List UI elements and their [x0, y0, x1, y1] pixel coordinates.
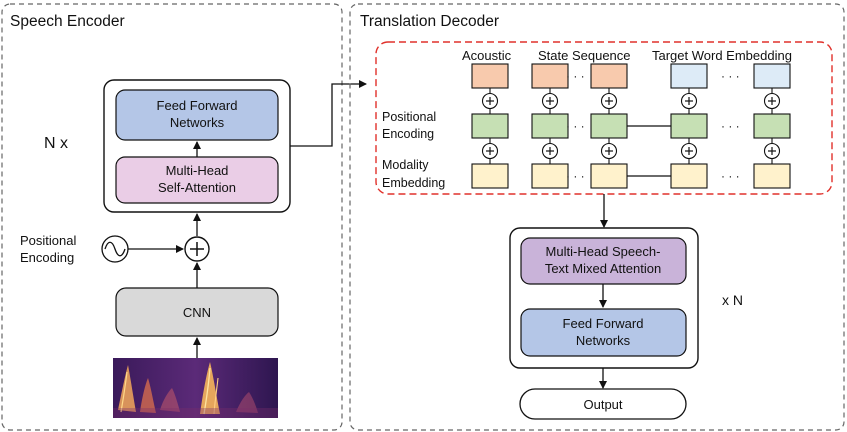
- ellipsis-pos-1: · · ·: [566, 119, 585, 133]
- decoder-ffn-label-2: Networks: [576, 333, 631, 348]
- token-add-icon: [481, 92, 499, 110]
- token-add-icon: [541, 142, 559, 160]
- decoder-input-region: [375, 41, 833, 195]
- encoder-pos-enc-label-2: Encoding: [20, 250, 74, 265]
- decoder-ffn-label-1: Feed Forward: [563, 316, 644, 331]
- cnn-label: CNN: [183, 305, 211, 320]
- acoustic-token-3: [590, 63, 628, 89]
- modality-label-2: Embedding: [382, 176, 445, 190]
- token-add-icon: [481, 142, 499, 160]
- encoder-add-icon: [184, 236, 210, 262]
- positional-token-4: [670, 113, 708, 139]
- ellipsis-pos-2: · · ·: [721, 119, 740, 133]
- target-token-4: [670, 63, 708, 89]
- output-box: Output: [519, 388, 687, 420]
- acoustic-label: Acoustic: [462, 48, 512, 63]
- encoder-self-attention-box: Multi-Head Self-Attention: [115, 156, 279, 204]
- ellipsis-acoustic: · · ·: [566, 69, 585, 83]
- mixed-attention-box: Multi-Head Speech- Text Mixed Attention: [520, 237, 687, 285]
- output-label: Output: [583, 397, 622, 412]
- modality-token-5: [753, 163, 791, 189]
- positional-token-1: [471, 113, 509, 139]
- decoder-pos-enc-label-2: Encoding: [382, 127, 434, 141]
- encoder-attn-label-2: Self-Attention: [158, 180, 236, 195]
- cnn-box: CNN: [115, 287, 279, 337]
- encoder-title: Speech Encoder: [10, 13, 125, 30]
- mixed-attn-label-2: Text Mixed Attention: [545, 261, 661, 276]
- decoder-pos-enc-label-1: Positional: [382, 110, 436, 124]
- encoder-ffn-box: Feed Forward Networks: [115, 89, 279, 141]
- token-add-icon: [763, 142, 781, 160]
- decoder-ffn-box: Feed Forward Networks: [520, 308, 687, 357]
- decoder-title: Translation Decoder: [360, 13, 499, 30]
- positional-token-2: [531, 113, 569, 139]
- ellipsis-mod-1: · · ·: [566, 169, 585, 183]
- ellipsis-mod-2: · · ·: [721, 169, 740, 183]
- decoder-repeat-label: x N: [722, 292, 743, 308]
- arrow-encoder-to-decoder: [290, 80, 367, 147]
- modality-token-3: [590, 163, 628, 189]
- modality-token-1: [471, 163, 509, 189]
- encoder-pos-enc-label-1: Positional: [20, 233, 76, 248]
- token-add-icon: [680, 92, 698, 110]
- state-sequence-label: State Sequence: [538, 48, 631, 63]
- acoustic-token-1: [471, 63, 509, 89]
- modality-label-1: Modality: [382, 158, 429, 172]
- encoder-ffn-label-2: Networks: [170, 115, 225, 130]
- token-add-icon: [763, 92, 781, 110]
- token-add-icon: [680, 142, 698, 160]
- positional-token-5: [753, 113, 791, 139]
- target-token-5: [753, 63, 791, 89]
- modality-token-2: [531, 163, 569, 189]
- encoder-attn-label-1: Multi-Head: [166, 163, 229, 178]
- token-add-icon: [541, 92, 559, 110]
- speech-encoder-panel: Speech Encoder N x Feed Forward Networks…: [1, 3, 367, 431]
- acoustic-token-2: [531, 63, 569, 89]
- target-word-embedding-label: Target Word Embedding: [652, 48, 792, 63]
- encoder-ffn-label-1: Feed Forward: [157, 98, 238, 113]
- translation-decoder-panel: Translation Decoder Acoustic State Seque…: [349, 3, 845, 431]
- spectrogram-image: [113, 358, 278, 418]
- token-add-icon: [600, 92, 618, 110]
- token-add-icon: [600, 142, 618, 160]
- ellipsis-target: · · ·: [721, 69, 740, 83]
- encoder-repeat-label: N x: [44, 135, 68, 152]
- modality-token-4: [670, 163, 708, 189]
- mixed-attn-label-1: Multi-Head Speech-: [546, 244, 661, 259]
- positional-token-3: [590, 113, 628, 139]
- sine-wave-icon: [101, 235, 129, 263]
